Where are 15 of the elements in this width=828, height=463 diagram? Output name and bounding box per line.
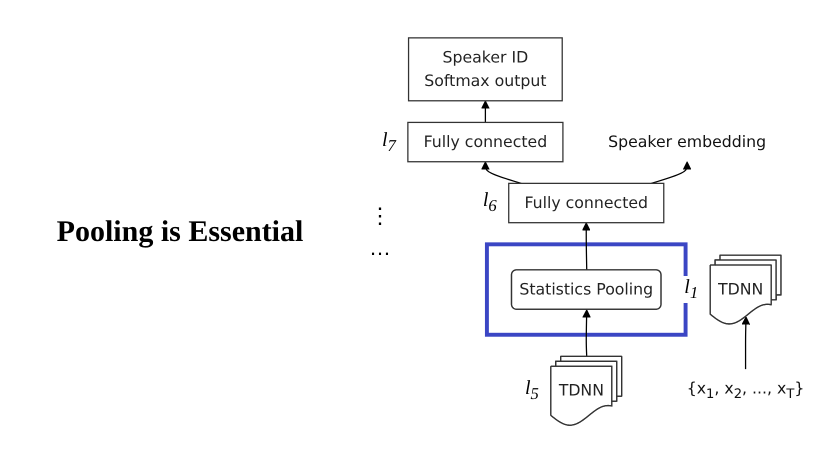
cluster [484, 242, 688, 337]
node-text: Speaker embedding [608, 132, 766, 151]
arrow [651, 161, 692, 184]
node-box: Speaker ID Softmax output [408, 37, 563, 102]
arrow [481, 161, 522, 184]
node-box: Fully connected [508, 182, 664, 224]
slide-title: Pooling is Essential [56, 214, 304, 248]
ellipsis-mark: ⋮ [369, 202, 391, 228]
node-text: {x$_{1}$, x$_{2}$, ..., x$_{T}$} [686, 378, 804, 402]
arrow [582, 309, 591, 357]
node-box: Fully connected [407, 122, 564, 162]
arrow [742, 316, 750, 370]
arrow [582, 222, 591, 270]
arrow [481, 100, 490, 122]
ellipsis-mark: … [369, 234, 391, 260]
